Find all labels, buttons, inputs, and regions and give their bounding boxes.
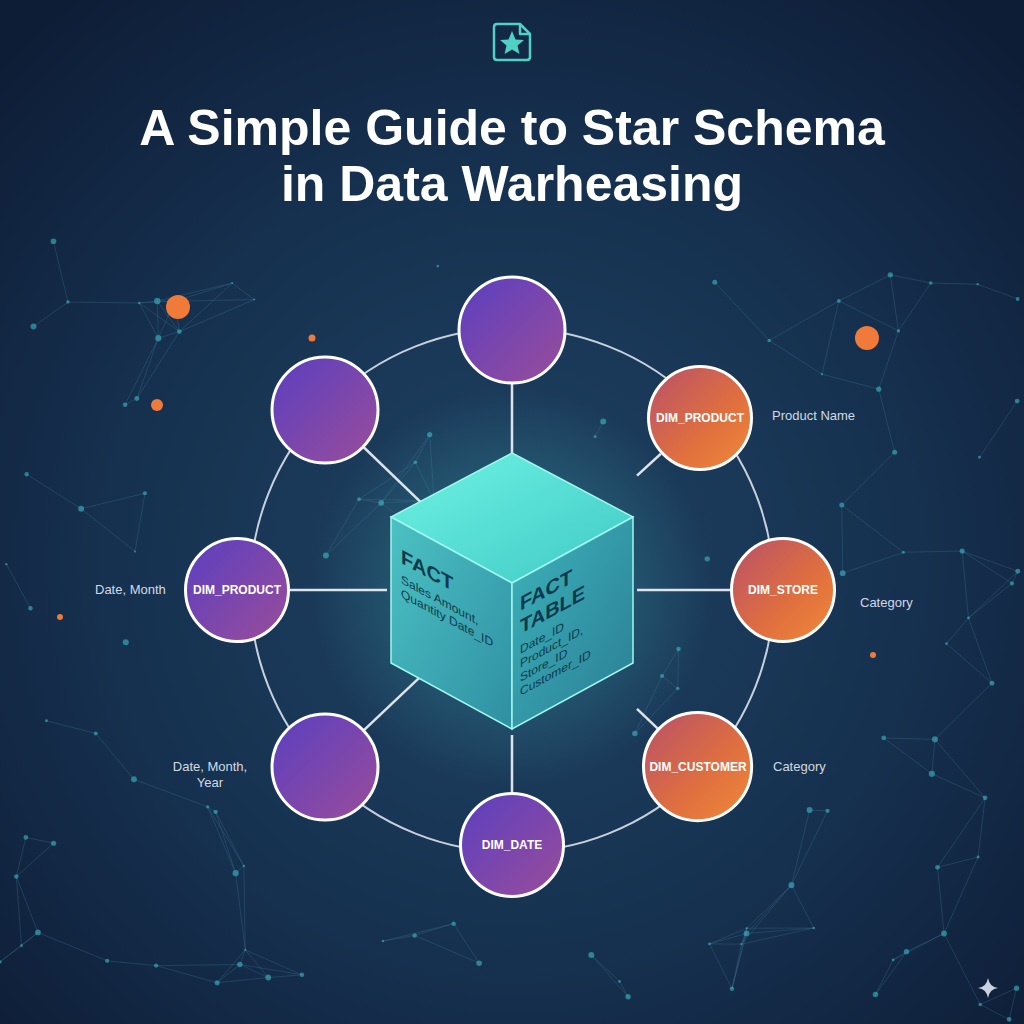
attribute-label: Date, Month bbox=[95, 582, 166, 598]
fact-cube: FACTSales Amount, Quantity Date_IDFACT T… bbox=[387, 445, 637, 735]
dimension-circle: DIM_DATE bbox=[459, 792, 565, 898]
spoke-connector bbox=[637, 454, 661, 476]
attribute-label: Date, Month, Year bbox=[162, 759, 258, 791]
attribute-label: Category bbox=[773, 759, 826, 775]
dimension-circle: DIM_PRODUCT bbox=[647, 365, 753, 471]
spoke-connector bbox=[290, 589, 387, 592]
dimension-name: DIM_DATE bbox=[482, 838, 542, 852]
watermark-sparkle bbox=[978, 978, 998, 998]
header-icon bbox=[494, 24, 530, 60]
ring-line bbox=[250, 328, 774, 852]
spoke-connector bbox=[637, 709, 658, 729]
attribute-label: Product Name bbox=[772, 408, 855, 424]
dimension-circle: DIM_PRODUCT bbox=[184, 537, 290, 643]
spoke-connector bbox=[511, 735, 514, 792]
title: A Simple Guide to Star Schema in Data Wa… bbox=[117, 100, 907, 212]
network-particles bbox=[0, 238, 1020, 1021]
dimension-name: DIM_PRODUCT bbox=[656, 411, 744, 425]
dimension-name: DIM_CUSTOMER bbox=[649, 760, 746, 774]
spoke-connector bbox=[637, 589, 730, 592]
dimension-name: DIM_STORE bbox=[748, 583, 818, 597]
dimension-circle: DIM_CUSTOMER bbox=[642, 711, 753, 822]
attribute-label: Category bbox=[860, 595, 913, 611]
dimension-name: DIM_PRODUCT bbox=[193, 583, 281, 597]
dimension-circle: DIM_STORE bbox=[730, 537, 836, 643]
